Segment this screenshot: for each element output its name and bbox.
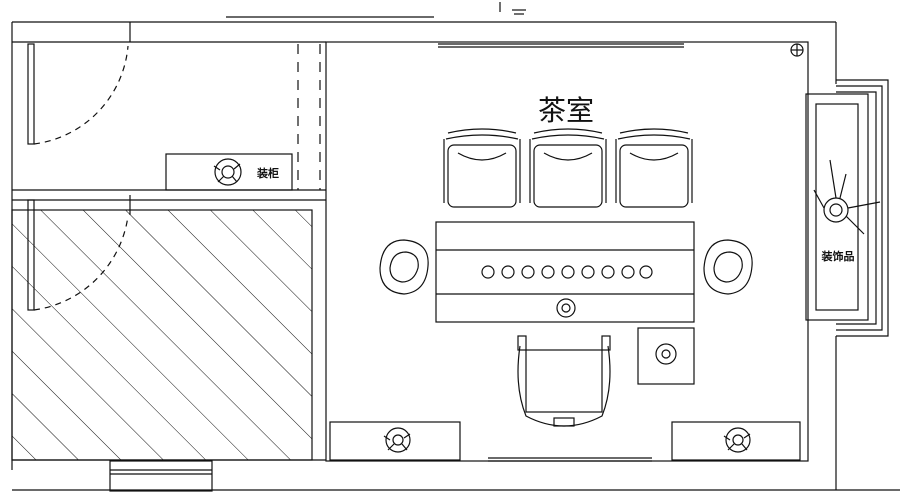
hatched-area	[11, 209, 313, 461]
cabinet-label: 装柜	[256, 166, 279, 180]
ornament-icon	[813, 159, 881, 235]
chair-1	[443, 128, 521, 208]
bottom-threshold	[109, 460, 213, 492]
outer-walls	[11, 2, 900, 491]
tea-table	[435, 221, 695, 323]
rock-icon-left	[379, 239, 429, 295]
window-bay	[805, 79, 889, 337]
door-top	[27, 22, 131, 145]
ornament-label: 装饰品	[821, 249, 855, 263]
room-title: 茶室	[538, 94, 594, 127]
plant-icon	[213, 158, 242, 186]
cabinet	[165, 153, 293, 191]
chair-3	[615, 128, 693, 208]
kettle-icon-2	[655, 343, 677, 365]
marker-icon	[790, 43, 804, 57]
armchair	[517, 335, 611, 427]
chair-2	[529, 128, 607, 208]
cabinet-bottom-right	[671, 421, 801, 461]
plant-icon-br	[723, 427, 751, 453]
cabinet-bottom-left	[329, 421, 461, 461]
side-table	[637, 327, 695, 385]
tea-cups	[481, 265, 653, 279]
rock-icon-right	[703, 239, 753, 295]
plant-icon-bl	[383, 427, 411, 453]
kettle-icon	[556, 298, 576, 318]
